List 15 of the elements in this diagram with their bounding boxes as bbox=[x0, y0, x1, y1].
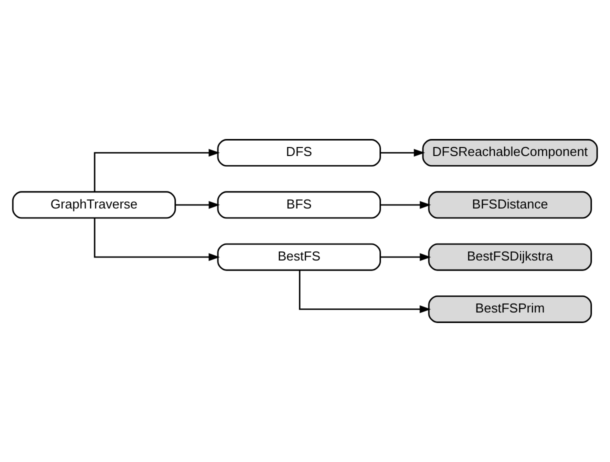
arrow bbox=[380, 148, 426, 157]
node-box: BestFSPrim bbox=[428, 295, 592, 323]
arrow bbox=[94, 218, 220, 261]
arrow bbox=[380, 201, 431, 209]
arrow bbox=[298, 270, 431, 314]
node-box: GraphTraverse bbox=[12, 191, 176, 219]
node-box: BestFS bbox=[217, 243, 381, 271]
node-box: BFS bbox=[217, 191, 381, 219]
node-box: DFSReachableComponent bbox=[422, 139, 598, 167]
arrow bbox=[94, 148, 220, 192]
node-box: BestFSDijkstra bbox=[428, 243, 592, 271]
arrow bbox=[176, 201, 220, 209]
arrow bbox=[380, 253, 431, 261]
node-box: BFSDistance bbox=[428, 191, 592, 219]
node-box: DFS bbox=[217, 139, 381, 167]
